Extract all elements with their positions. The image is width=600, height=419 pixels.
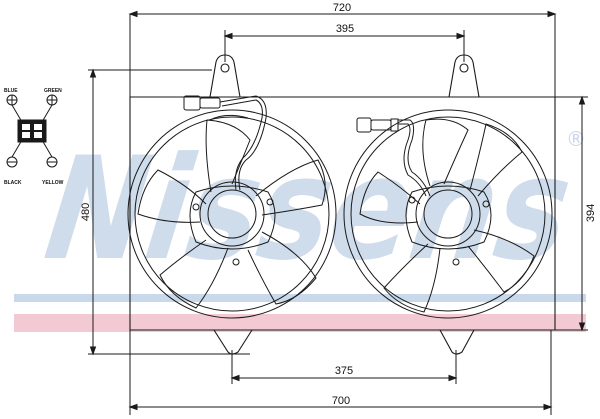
wire-left-fan <box>219 95 267 191</box>
watermark-stripe-pink <box>14 314 586 332</box>
fan-left <box>127 109 337 319</box>
dimension-mount-spacing-bottom <box>230 350 458 384</box>
dim-label-394: 394 <box>585 204 597 222</box>
brand-watermark: Nissens ® <box>14 127 586 332</box>
mount-tab-top-left <box>209 54 241 98</box>
connector-left <box>183 95 201 111</box>
dimension-overall-height <box>88 68 250 356</box>
pin-label-black: BLACK <box>4 180 22 186</box>
watermark-stripe-blue <box>14 294 586 302</box>
dimension-overall-width-top <box>128 10 557 100</box>
connector-plug-body <box>17 119 47 143</box>
mount-tab-top-right <box>448 54 480 98</box>
mount-tab-bottom-right <box>439 329 475 355</box>
dimension-mount-spacing-top <box>223 30 466 62</box>
fan-right <box>343 109 553 319</box>
dim-label-720: 720 <box>333 2 351 14</box>
wiring-harness <box>183 95 431 197</box>
dim-label-375: 375 <box>335 365 353 377</box>
pin-label-yellow: YELLOW <box>42 180 64 186</box>
dim-label-395: 395 <box>336 23 354 35</box>
mount-tab-bottom-left <box>213 329 253 355</box>
watermark-registered-mark: ® <box>566 127 586 151</box>
wire-right-fan <box>398 119 431 197</box>
dimension-shroud-height <box>555 95 588 332</box>
dim-label-480: 480 <box>80 203 92 221</box>
pin-label-green: GREEN <box>44 88 62 94</box>
connector-pinout <box>6 94 58 168</box>
dimension-overall-width-bottom <box>128 330 553 415</box>
dim-label-700: 700 <box>332 395 350 407</box>
pin-label-blue: BLUE <box>4 88 18 94</box>
fan-shroud <box>129 54 556 355</box>
